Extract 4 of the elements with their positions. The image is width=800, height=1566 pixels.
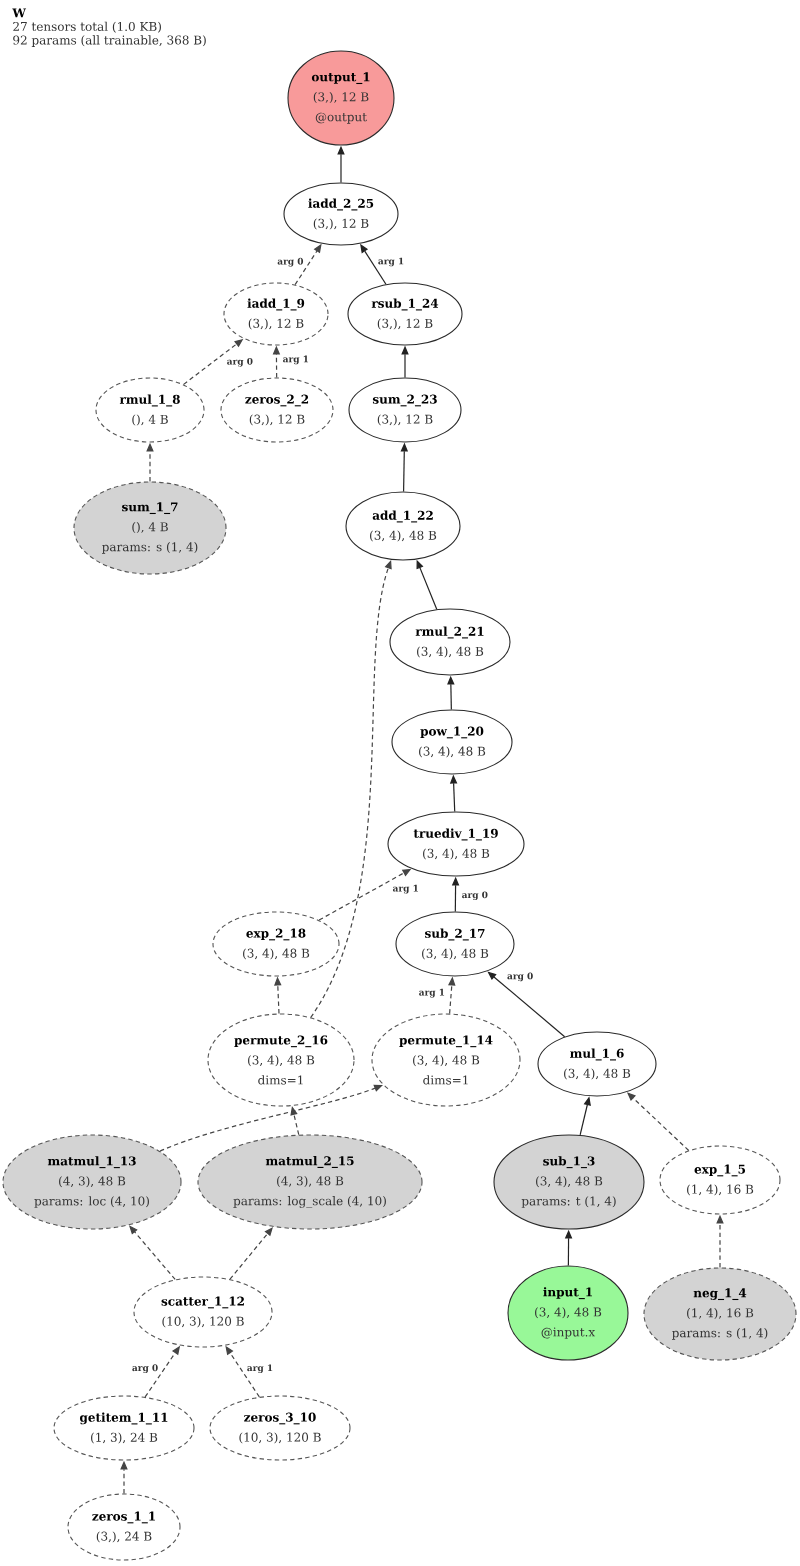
arrow bbox=[159, 1084, 383, 1152]
arrow bbox=[129, 1225, 176, 1281]
arrow bbox=[487, 971, 566, 1038]
arrow bbox=[229, 1227, 273, 1280]
